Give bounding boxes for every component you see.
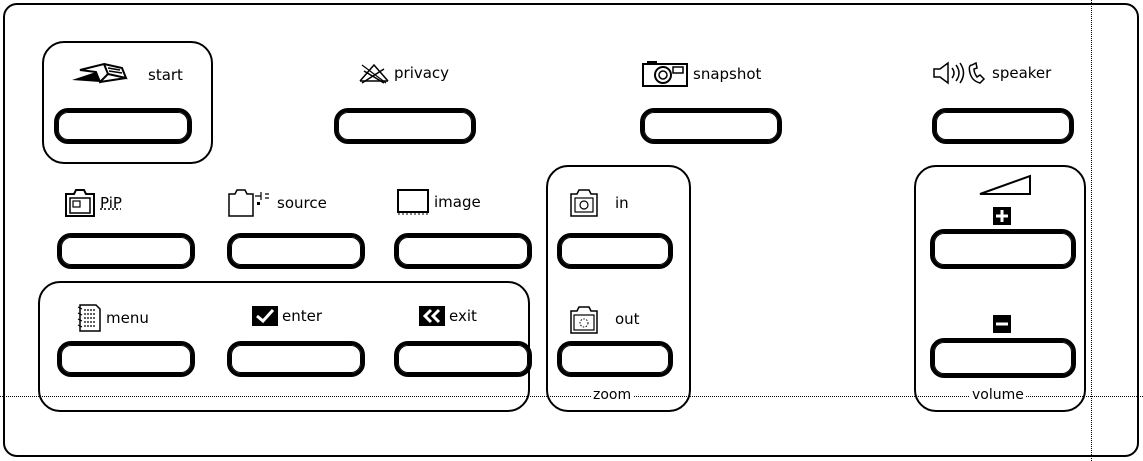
source-button[interactable] xyxy=(227,233,365,269)
zoom-in-button[interactable] xyxy=(557,233,673,269)
volume-up-button[interactable] xyxy=(930,229,1076,269)
open-book-icon xyxy=(70,62,128,88)
image-label-row: image xyxy=(396,188,481,216)
enter-label-row: enter xyxy=(252,306,322,326)
checkmark-icon xyxy=(252,306,278,326)
privacy-label-row: privacy xyxy=(358,61,449,85)
privacy-icon xyxy=(358,61,390,85)
pip-label: PiP xyxy=(100,194,122,212)
zoom-out-label: out xyxy=(615,310,640,328)
image-button[interactable] xyxy=(394,233,532,269)
zoom-caption: zoom xyxy=(591,387,634,403)
zoom-group xyxy=(546,165,691,412)
start-button[interactable] xyxy=(54,108,192,144)
enter-label: enter xyxy=(282,307,323,325)
double-chevron-left-icon xyxy=(419,306,445,326)
start-label: start xyxy=(148,66,183,84)
snapshot-label: snapshot xyxy=(693,65,762,83)
source-icon xyxy=(227,188,273,218)
pip-icon xyxy=(64,188,96,218)
guide-line-vertical xyxy=(1091,0,1092,461)
camera-icon xyxy=(641,60,689,88)
menu-icon xyxy=(76,303,102,333)
remote-panel xyxy=(3,3,1139,457)
zoom-out-icon xyxy=(569,303,599,335)
image-label: image xyxy=(434,193,481,211)
volume-ramp-icon xyxy=(978,174,1032,200)
plus-icon xyxy=(993,207,1011,229)
snapshot-button[interactable] xyxy=(640,108,782,144)
exit-label-row: exit xyxy=(419,306,477,326)
volume-down-button[interactable] xyxy=(930,338,1076,378)
start-group xyxy=(42,41,213,164)
volume-caption: volume xyxy=(970,387,1026,403)
image-icon xyxy=(396,188,430,216)
zoom-out-button[interactable] xyxy=(557,341,673,377)
source-label: source xyxy=(277,194,327,212)
speaker-label: speaker xyxy=(992,64,1052,82)
zoom-in-label: in xyxy=(615,194,629,212)
menu-label-row: menu xyxy=(76,303,149,333)
speaker-phone-icon xyxy=(932,61,988,85)
source-label-row: source xyxy=(227,188,327,218)
menu-button[interactable] xyxy=(57,341,195,377)
zoom-in-icon xyxy=(569,188,599,218)
speaker-label-row: speaker xyxy=(932,61,1051,85)
volume-group xyxy=(914,165,1086,412)
pip-button[interactable] xyxy=(57,233,195,269)
speaker-button[interactable] xyxy=(932,108,1074,144)
enter-button[interactable] xyxy=(227,341,365,377)
snapshot-label-row: snapshot xyxy=(641,60,761,88)
zoom-out-label-row: out xyxy=(569,303,640,335)
privacy-label: privacy xyxy=(394,64,450,82)
start-label-row: start xyxy=(70,62,183,88)
zoom-in-label-row: in xyxy=(569,188,629,218)
exit-label: exit xyxy=(449,307,477,325)
guide-line-horizontal xyxy=(0,396,1143,397)
menu-label: menu xyxy=(106,309,149,327)
pip-label-row: PiP xyxy=(64,188,122,218)
privacy-button[interactable] xyxy=(334,108,476,144)
exit-button[interactable] xyxy=(394,341,532,377)
minus-icon xyxy=(993,315,1011,337)
